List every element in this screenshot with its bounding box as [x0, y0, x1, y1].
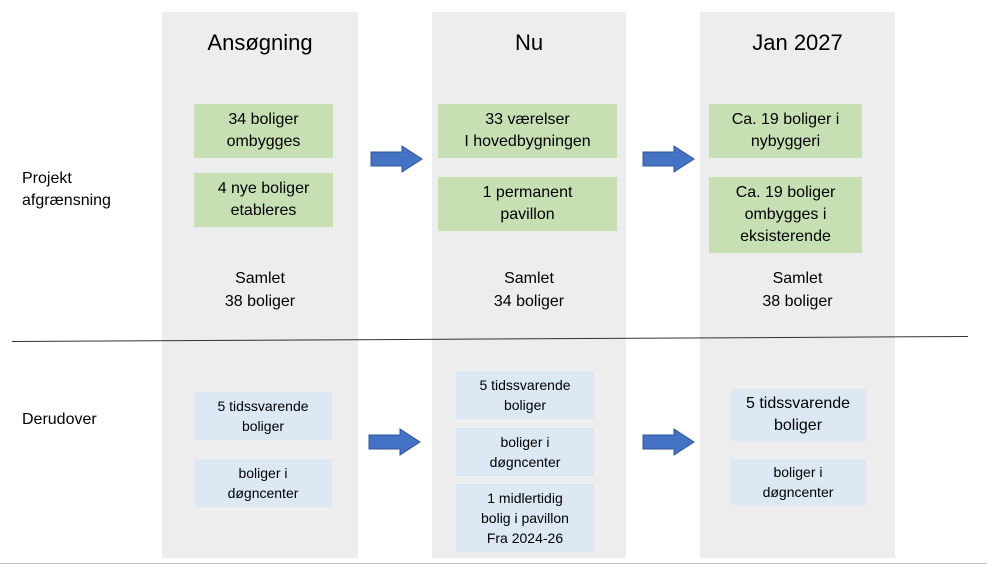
- box-boliger-i-dogncenter: boliger i døgncenter: [456, 428, 594, 476]
- total-jan-2027: Samlet 38 boliger: [762, 270, 833, 310]
- box-ca-19-nybyggeri: Ca. 19 boliger i nybyggeri: [709, 104, 862, 158]
- box-tidssvarende-boliger: 5 tidssvarende boliger: [456, 371, 594, 419]
- column-title-jan-2027: Jan 2027: [752, 30, 843, 55]
- box-midlertidig-bolig: 1 midlertidig bolig i pavillon Fra 2024-…: [456, 484, 594, 552]
- total-ansogning: Samlet 38 boliger: [224, 270, 296, 310]
- total-nu: Samlet 34 boliger: [493, 270, 565, 310]
- row-label-derudover: Derudover: [22, 411, 97, 428]
- arrow-right-icon: [368, 428, 421, 456]
- box-tidssvarende-boliger: 5 tidssvarende boliger: [730, 389, 866, 441]
- row-label-projekt-afgraensning: Projekt afgrænsning: [22, 170, 111, 209]
- box-boliger-i-dogncenter: boliger i døgncenter: [194, 459, 332, 507]
- box-4-nye-boliger: 4 nye boliger etableres: [194, 173, 333, 227]
- box-boliger-i-dogncenter: boliger i døgncenter: [730, 459, 866, 505]
- box-33-vaerelser: 33 værelser I hovedbygningen: [438, 104, 617, 158]
- arrow-right-icon: [370, 145, 423, 173]
- bottom-border: [0, 563, 987, 564]
- column-title-ansogning: Ansøgning: [207, 30, 313, 55]
- box-34-boliger-ombygges: 34 boliger ombygges: [194, 104, 333, 158]
- column-title-nu: Nu: [514, 30, 544, 55]
- arrow-right-icon: [642, 428, 695, 456]
- arrow-right-icon: [642, 145, 695, 173]
- box-ca-19-ombygges: Ca. 19 boliger ombygges i eksisterende: [709, 177, 862, 253]
- box-tidssvarende-boliger: 5 tidssvarende boliger: [194, 392, 332, 440]
- box-1-permanent-pavillon: 1 permanent pavillon: [438, 177, 617, 231]
